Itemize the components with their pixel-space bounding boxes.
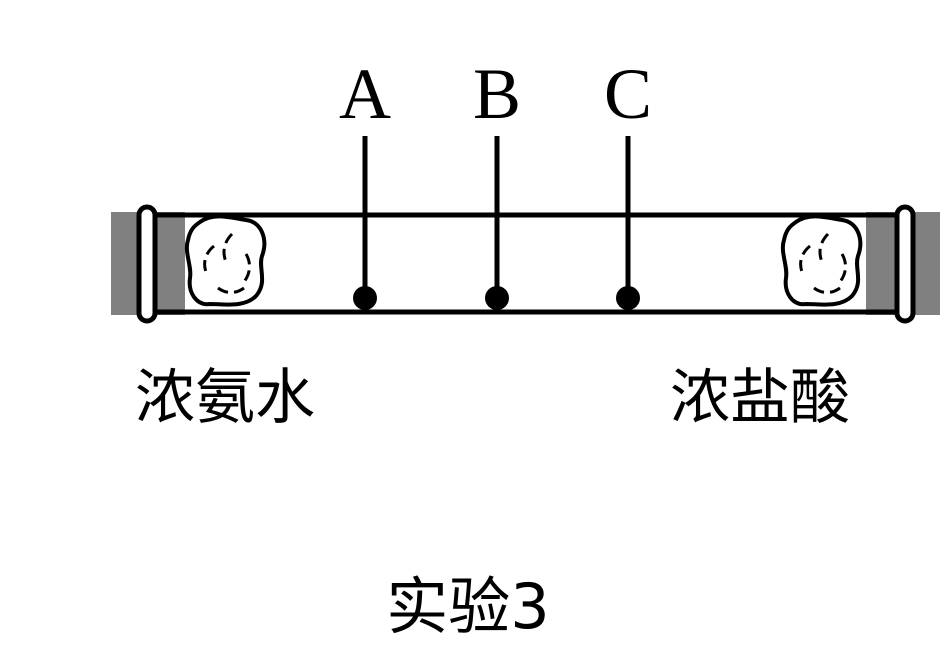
point-label-b: B (473, 54, 521, 134)
left-cotton-wad (184, 214, 267, 307)
marker-b: B (473, 54, 521, 310)
left-tube-rim (136, 204, 158, 324)
marker-a: A (339, 54, 391, 310)
point-label-c: C (604, 54, 652, 134)
marker-b-dot (485, 286, 509, 310)
right-tube-rim (894, 204, 916, 324)
experiment-caption: 实验3 (386, 570, 549, 643)
left-substance-label: 浓氨水 (135, 363, 315, 433)
marker-a-dot (353, 286, 377, 310)
marker-c: C (604, 54, 652, 310)
marker-c-dot (616, 286, 640, 310)
right-substance-label: 浓盐酸 (670, 363, 850, 433)
right-cotton-wad (780, 214, 863, 307)
point-label-a: A (339, 54, 391, 134)
